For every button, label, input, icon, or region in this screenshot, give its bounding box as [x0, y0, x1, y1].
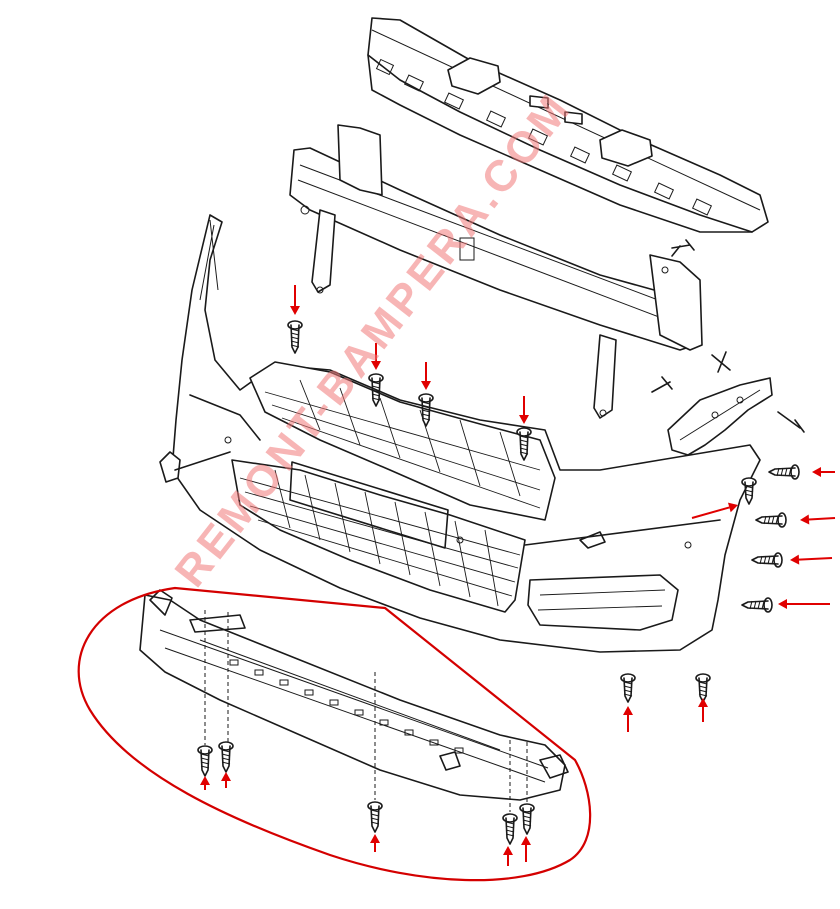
arrow-icon — [800, 514, 836, 525]
arrow-icon — [200, 776, 210, 790]
screw-icon — [516, 427, 532, 461]
arrow-icon — [691, 502, 738, 519]
underbody-highlight-outline — [77, 586, 592, 882]
screw-icon — [711, 351, 731, 373]
screw-icon — [651, 376, 673, 393]
screw-icon — [777, 411, 805, 433]
arrow-icon — [790, 554, 833, 565]
screw-icon — [620, 673, 636, 703]
bracket-bolts — [651, 239, 805, 433]
screw-icon — [741, 597, 773, 613]
arrow-icon — [371, 343, 381, 370]
arrow-icon — [778, 599, 830, 609]
arrows — [200, 285, 836, 866]
arrow-icon — [421, 362, 431, 390]
arrow-icon — [521, 836, 531, 862]
tow-hook-cover — [159, 451, 231, 483]
energy-absorber — [367, 17, 769, 233]
screw-icon — [695, 673, 711, 703]
screw-icon — [519, 803, 535, 835]
screw-icon — [502, 813, 518, 845]
underbody-guard — [139, 589, 569, 812]
arrow-icon — [290, 285, 300, 315]
arrow-icon — [370, 834, 380, 852]
screw-icon — [671, 239, 695, 257]
arrow-icon — [221, 772, 231, 788]
side-bracket — [667, 377, 773, 456]
arrow-icon — [503, 846, 513, 866]
screw-icon — [751, 552, 783, 568]
screw-icon — [287, 320, 303, 354]
screw-icon — [218, 741, 234, 773]
screw-icon — [367, 801, 383, 833]
arrow-icon — [623, 706, 633, 732]
screw-icon — [368, 373, 384, 407]
screw-icon — [741, 477, 757, 505]
arrow-icon — [698, 698, 708, 722]
screw-icon — [197, 745, 213, 777]
screw-icon — [768, 464, 800, 480]
screw-icon — [755, 512, 787, 528]
screw-icon — [418, 393, 434, 427]
screws — [197, 320, 800, 845]
reinforcement-bar — [289, 124, 703, 419]
arrow-icon — [812, 467, 835, 477]
arrow-icon — [519, 396, 529, 424]
bumper-cover — [171, 214, 761, 653]
